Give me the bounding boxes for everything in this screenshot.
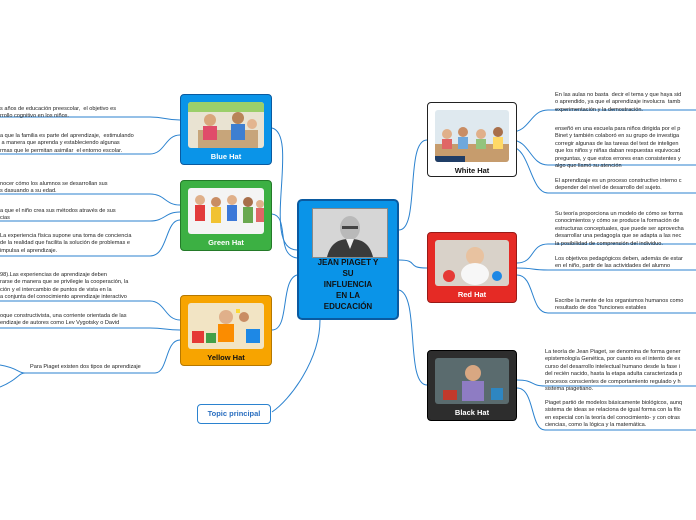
yellow-leaf-2: oque constructivista, una corriente orie… [0, 313, 127, 327]
toys-photo [188, 303, 264, 349]
red-leaf-2: Los objetivos pedagógicos deben, además … [555, 256, 683, 270]
yellow-leaf-1: 98).Las experiencias de aprendizaje debe… [0, 272, 129, 301]
green-leaf-1: nocer cómo los alumnos se desarrollan su… [0, 181, 108, 195]
connector-central-green [271, 213, 298, 259]
green-leaf-3: La experiencia física supone una toma de… [0, 233, 132, 254]
red-hat-label: Red Hat [457, 290, 487, 299]
connector-green-leaf2 [0, 211, 181, 222]
blue-leaf-2: a que la familia es parte del aprendizaj… [0, 133, 134, 154]
black-leaf-1: La teoría de Jean Piaget, se denomina de… [545, 349, 683, 393]
topic-principal-node[interactable]: Topic principal [197, 404, 271, 424]
connector-central-topic [271, 319, 321, 413]
blue-hat-node[interactable]: Blue Hat [180, 94, 272, 165]
children-photo [188, 188, 264, 234]
yellow-hat-label: Yellow Hat [207, 353, 245, 362]
classroom-photo [188, 102, 264, 148]
green-leaf-2: a que el niño crea sus métodos através d… [0, 208, 116, 222]
connector-central-black [398, 289, 428, 386]
red-leaf-3: Escribe la mente de los organismos human… [555, 298, 684, 312]
green-hat-label: Green Hat [208, 238, 244, 247]
connector-yellow-leaf3 [25, 339, 181, 374]
central-node[interactable]: JEAN PIAGET Y SU INFLUENCIA EN LA EDUCAC… [297, 199, 399, 320]
black-hat-node[interactable]: Black Hat [427, 350, 517, 421]
blue-leaf-1: s años de educación preescolar, el objet… [0, 106, 116, 120]
white-hat-node[interactable]: White Hat [427, 102, 517, 177]
baby-photo [435, 240, 509, 286]
blue-hat-label: Blue Hat [210, 152, 242, 161]
connector-blue-leaf1 [0, 116, 181, 121]
yellow-hat-node[interactable]: Yellow Hat [180, 295, 272, 366]
connector-yellow-leaf1 [0, 300, 181, 321]
white-hat-label: White Hat [454, 166, 490, 175]
white-leaf-2: enseñó en una escuela para niños dirigid… [555, 126, 681, 170]
yellow-leaf-3: Para Piaget existen dos tipos de aprendi… [30, 364, 141, 370]
connector-central-yellow [271, 274, 298, 331]
connector-green-leaf1 [0, 193, 181, 206]
connector-yellow-sub [0, 364, 26, 388]
red-hat-node[interactable]: Red Hat [427, 232, 517, 303]
connector-central-red [398, 259, 428, 269]
white-leaf-3: El aprendizaje es un proceso constructiv… [555, 178, 682, 192]
central-title: JEAN PIAGET Y SU INFLUENCIA EN LA EDUCAC… [317, 258, 379, 311]
classroom-group-photo [435, 110, 509, 162]
child-toy-photo [435, 358, 509, 404]
connector-black-leaf2 [516, 387, 696, 431]
green-hat-node[interactable]: Green Hat [180, 180, 272, 251]
connector-green-leaf3 [0, 219, 181, 257]
connector-red-leaf3 [516, 274, 696, 314]
connector-central-blue [271, 127, 298, 251]
black-hat-label: Black Hat [454, 408, 490, 417]
black-leaf-2: Piaget partió de modelos básicamente bio… [545, 400, 683, 429]
connector-red-leaf2 [516, 267, 696, 271]
red-leaf-1: Su teoría proporciona un modelo de cómo … [555, 211, 684, 247]
connector-black-leaf1 [516, 379, 696, 387]
connector-blue-leaf2 [0, 134, 181, 155]
white-leaf-1: En las aulas no basta decir el tema y qu… [555, 92, 682, 113]
portrait-photo [312, 208, 388, 258]
connector-yellow-leaf2 [0, 327, 181, 331]
connector-red-leaf1 [516, 243, 696, 264]
connector-central-white [398, 139, 428, 231]
